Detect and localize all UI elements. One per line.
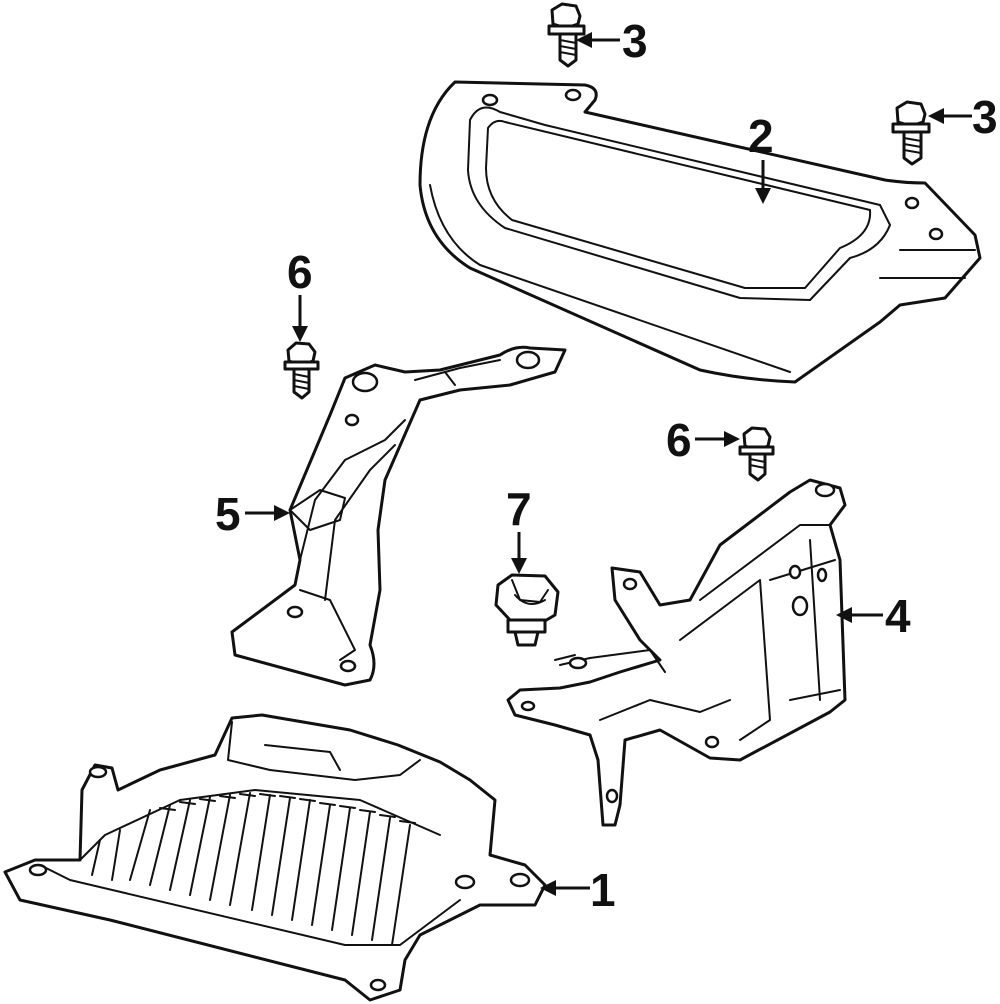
arrow-head xyxy=(540,880,556,896)
part-1-control-module xyxy=(3,713,547,1002)
callout-6a: 6 xyxy=(287,246,313,342)
callout-7: 7 xyxy=(506,483,532,574)
arrow-head xyxy=(755,188,771,204)
callout-4: 4 xyxy=(836,590,911,642)
callout-label: 6 xyxy=(666,414,692,466)
callout-5: 5 xyxy=(215,488,290,540)
part-7-clip xyxy=(494,573,560,647)
callout-label: 2 xyxy=(748,110,774,162)
part-5-bracket xyxy=(230,345,567,687)
callout-2: 2 xyxy=(748,110,774,204)
part-6-bolt-a xyxy=(283,341,320,400)
arrow-head xyxy=(928,108,944,124)
arrow-head xyxy=(292,326,308,342)
arrow-head xyxy=(511,558,527,574)
callout-3a: 3 xyxy=(576,15,648,67)
callout-1: 1 xyxy=(540,864,616,916)
arrow-head xyxy=(724,431,740,447)
part-3-bolt-a xyxy=(547,2,586,68)
part-4-bracket xyxy=(506,478,847,827)
part-6-bolt-b xyxy=(738,426,775,482)
callout-label: 4 xyxy=(885,590,911,642)
callout-6b: 6 xyxy=(666,414,740,466)
callout-label: 3 xyxy=(622,15,648,67)
callout-label: 5 xyxy=(215,488,241,540)
callout-label: 3 xyxy=(972,91,998,143)
arrow-head xyxy=(836,607,852,623)
callout-label: 6 xyxy=(287,246,313,298)
part-3-bolt-b xyxy=(891,100,931,166)
callout-label: 7 xyxy=(506,483,532,535)
callout-3b: 3 xyxy=(928,91,998,143)
arrow-head xyxy=(576,32,592,48)
part-2-shield xyxy=(418,80,982,384)
callout-label: 1 xyxy=(590,864,616,916)
arrow-head xyxy=(274,505,290,521)
